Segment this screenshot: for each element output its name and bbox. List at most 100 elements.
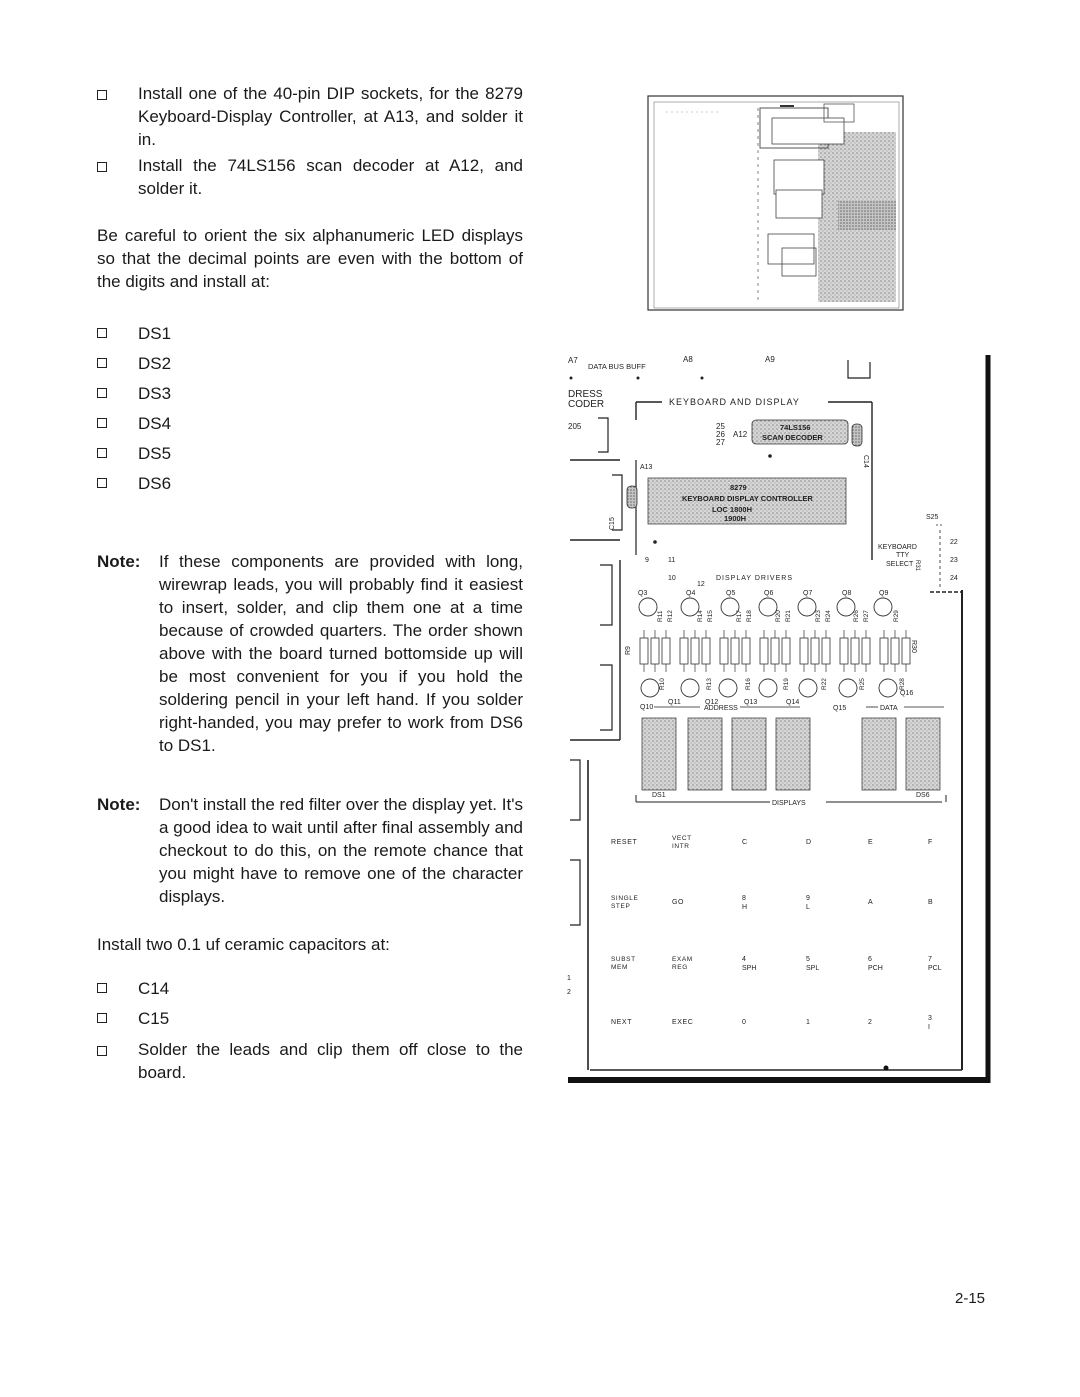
scan-decoder-a12: 25 26 27 A12 74LS156 SCAN DECODER C14: [716, 419, 869, 468]
resistor-label-r14: R14: [697, 610, 704, 622]
resistor-label-r18: R18: [746, 610, 753, 622]
label-a13: A13: [640, 464, 653, 471]
switch-pin-23: 23: [950, 557, 958, 564]
key-exec: EXEC: [672, 1019, 693, 1026]
checkbox-ds3[interactable]: [97, 388, 107, 398]
checklist-item-ds6: DS6: [97, 468, 523, 498]
transistor-q8: [836, 597, 856, 617]
note-wirewrap: Note: If these components are provided w…: [97, 550, 523, 757]
controller-loc: LOC 1800H: [712, 505, 752, 514]
checklist-item-ds1: DS1: [97, 318, 523, 348]
checklist-item-c14: C14: [97, 973, 523, 1003]
resistor-body: [650, 637, 660, 665]
svg-text:SPL: SPL: [806, 965, 819, 972]
svg-text:GO: GO: [672, 899, 684, 906]
transistor-label: Q8: [842, 590, 851, 597]
transistor-label: Q14: [786, 699, 799, 706]
side-resistor-labels: R9 R30: [625, 640, 917, 655]
note-red-filter: Note: Don't install the red filter over …: [97, 793, 523, 908]
label-c15: C15: [609, 517, 616, 530]
led-display-row: [641, 717, 941, 791]
checklist-item-ds4: DS4: [97, 408, 523, 438]
top-edge-labels: A7 DATA BUS BUFF A8 A9: [568, 355, 775, 380]
item-label: DS1: [138, 323, 172, 343]
svg-text:A: A: [868, 899, 873, 906]
checkbox-ds2[interactable]: [97, 358, 107, 368]
resistor-body: [890, 637, 900, 665]
step-install-8279-socket: Install one of the 40-pin DIP sockets, f…: [97, 82, 523, 151]
checkbox-step-2[interactable]: [97, 162, 107, 172]
checkbox-c15[interactable]: [97, 1013, 107, 1023]
resistor-body: [701, 637, 711, 665]
transistor-q13: [758, 678, 778, 698]
resistor-label-r17: R17: [736, 610, 743, 622]
checkbox-step-1[interactable]: [97, 90, 107, 100]
resistor-label-r12: R12: [667, 610, 674, 622]
resistor-body: [821, 637, 831, 665]
capacitor-intro: Install two 0.1 uf ceramic capacitors at…: [97, 935, 390, 954]
controller-part: 8279: [730, 483, 747, 492]
svg-text:EXAM: EXAM: [672, 956, 693, 963]
svg-text:VECT: VECT: [672, 835, 692, 842]
resistor-body: [810, 637, 820, 665]
pin-26: 26: [716, 430, 725, 439]
resistor-body: [839, 637, 849, 665]
board-outline: [568, 355, 991, 1083]
label-a7: A7: [568, 356, 578, 365]
transistor-label: Q12: [705, 699, 718, 706]
instruction-column: Install one of the 40-pin DIP sockets, f…: [97, 82, 523, 1084]
svg-text:STEP: STEP: [611, 903, 630, 910]
transistor-label: Q15: [833, 705, 846, 712]
step-solder-clip: Solder the leads and clip them off close…: [97, 1038, 523, 1084]
checkbox-final-step[interactable]: [97, 1046, 107, 1056]
note-text: If these components are provided with lo…: [159, 552, 523, 755]
select-line-3: SELECT: [886, 561, 914, 568]
edge-num-1: 1: [567, 975, 571, 982]
thumbnail-board: [647, 95, 904, 311]
resistor-label-r22: R22: [821, 678, 828, 690]
checkbox-ds6[interactable]: [97, 478, 107, 488]
decoder-name: SCAN DECODER: [762, 433, 823, 442]
transistor-label: Q7: [803, 590, 812, 597]
resistor-label-r26: R26: [853, 610, 860, 622]
svg-text:L: L: [806, 904, 810, 911]
switch-pin-24: 24: [950, 575, 958, 582]
keyboard-display-section: KEYBOARD AND DISPLAY: [635, 397, 873, 560]
key-d: D: [806, 839, 811, 846]
svg-text:F: F: [928, 839, 933, 846]
controller-name: KEYBOARD DISPLAY CONTROLLER: [682, 494, 813, 503]
orient-paragraph: Be careful to orient the six alphanumeri…: [97, 226, 523, 291]
resistor-label-r16: R16: [745, 678, 752, 690]
checkbox-c14[interactable]: [97, 983, 107, 993]
resistor-label-r21: R21: [785, 610, 792, 622]
checklist-item-ds2: DS2: [97, 348, 523, 378]
led-display-ds3: [731, 717, 767, 791]
checkbox-ds4[interactable]: [97, 418, 107, 428]
checkbox-ds1[interactable]: [97, 328, 107, 338]
led-display-ds1: [641, 717, 677, 791]
label-ds1: DS1: [652, 792, 666, 799]
item-label: DS6: [138, 473, 172, 493]
label-r31: R31: [914, 560, 920, 572]
item-label: DS5: [138, 443, 172, 463]
step-install-74ls156: Install the 74LS156 scan decoder at A12,…: [97, 154, 523, 200]
label-display-drivers: DISPLAY DRIVERS: [716, 575, 793, 582]
label-address-decoder-1: DRESS: [568, 389, 603, 400]
edge-numbers: 1 2: [567, 975, 571, 996]
svg-text:MEM: MEM: [611, 964, 628, 971]
transistor-label: Q11: [668, 699, 681, 706]
transistor-q3: [638, 597, 658, 617]
transistor-label: Q3: [638, 590, 647, 597]
key-8-h: 8H: [742, 895, 747, 911]
resistor-label-r27: R27: [863, 610, 870, 622]
checkbox-ds5[interactable]: [97, 448, 107, 458]
transistor-q14: [798, 678, 818, 698]
